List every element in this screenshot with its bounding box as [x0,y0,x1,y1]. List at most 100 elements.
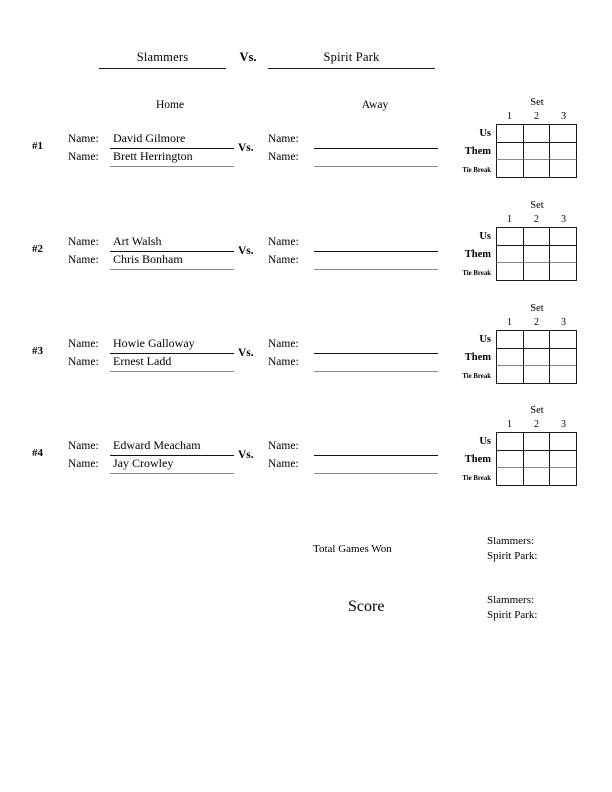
set-cell-tie-3[interactable] [549,467,578,487]
home-player-3b[interactable]: Ernest Ladd [113,354,172,368]
set-title-4: Set [530,405,544,416]
set-cell-us-2[interactable] [522,124,551,143]
set-cell-them-1[interactable] [496,449,524,469]
home-player-2a[interactable]: Art Walsh [113,234,162,248]
set-row-label-them-4: Them [464,454,491,465]
set-cell-us-2[interactable] [522,227,551,246]
home-name-label-4b: Name: [68,458,99,470]
set-cell-us-3[interactable] [549,124,578,143]
set-cell-us-1[interactable] [496,330,524,349]
set-grid-cells-3 [496,330,578,385]
set-cell-them-3[interactable] [549,244,578,264]
set-cell-tie-2[interactable] [522,262,551,282]
home-name-rule-2b [110,269,234,270]
set-column-numbers-3: 1 2 3 [496,316,578,329]
away-name-rule-1b [314,166,438,167]
set-cell-them-2[interactable] [522,449,551,469]
set-row-label-tie-4: Tie Break [462,475,491,482]
set-grid-4: Set 1 2 3 Us Them Tie Break [462,405,578,489]
set-column-numbers-1: 1 2 3 [496,110,578,123]
set-cell-them-3[interactable] [549,449,578,469]
set-cell-us-3[interactable] [549,330,578,349]
set-grid-3: Set 1 2 3 Us Them Tie Break [462,303,578,387]
home-player-4a[interactable]: Edward Meacham [113,438,201,452]
match-vs-2: Vs. [238,245,254,257]
home-player-2b[interactable]: Chris Bonham [113,252,183,266]
home-name-label-2a: Name: [68,236,99,248]
set-cell-us-1[interactable] [496,124,524,143]
away-name-rule-4b [314,473,438,474]
away-name-label-3a: Name: [268,338,299,350]
set-col-3-2: 2 [534,317,539,328]
header-vs-label: Vs. [239,50,257,64]
home-name-rule-1b [110,166,234,167]
set-cell-tie-2[interactable] [522,365,551,385]
set-col-4-3: 3 [561,419,566,430]
set-row-label-us-1: Us [479,128,491,139]
home-team-rule [99,68,226,69]
set-cell-them-2[interactable] [522,244,551,264]
home-player-3a[interactable]: Howie Galloway [113,336,195,350]
set-cell-them-1[interactable] [496,244,524,264]
away-name-rule-2b [314,269,438,270]
away-name-rule-1a [314,148,438,149]
home-player-1b[interactable]: Brett Herrington [113,149,193,163]
set-cell-us-3[interactable] [549,432,578,451]
away-name-rule-4a [314,455,438,456]
set-cell-tie-3[interactable] [549,262,578,282]
set-title-3: Set [530,303,544,314]
away-name-label-3b: Name: [268,356,299,368]
set-cell-tie-1[interactable] [496,159,524,179]
away-name-rule-3b [314,371,438,372]
set-cell-them-1[interactable] [496,141,524,161]
set-col-3-3: 3 [561,317,566,328]
match-vs-4: Vs. [238,449,254,461]
set-cell-us-2[interactable] [522,432,551,451]
set-title-2: Set [530,200,544,211]
total-games-won-label: Total Games Won [313,543,392,555]
match-block-3: #3 Name: Howie Galloway Name: Ernest Lad… [0,329,612,395]
set-cell-tie-1[interactable] [496,467,524,487]
away-name-rule-2a [314,251,438,252]
set-cell-us-1[interactable] [496,227,524,246]
match-header: Slammers Vs. Spirit Park [0,44,612,74]
set-cell-us-2[interactable] [522,330,551,349]
set-cell-them-3[interactable] [549,347,578,367]
total-home-team-label: Slammers: [487,535,535,547]
match-block-2: #2 Name: Art Walsh Name: Chris Bonham Vs… [0,227,612,293]
score-away-team-label: Spirit Park: [487,609,538,621]
away-name-rule-3a [314,353,438,354]
set-row-label-tie-3: Tie Break [462,373,491,380]
set-cell-them-2[interactable] [522,141,551,161]
set-cell-tie-2[interactable] [522,159,551,179]
home-name-label-4a: Name: [68,440,99,452]
set-cell-tie-1[interactable] [496,262,524,282]
set-row-label-tie-1: Tie Break [462,167,491,174]
away-team-name: Spirit Park [323,50,380,64]
set-cell-them-2[interactable] [522,347,551,367]
set-grid-1: Set 1 2 3 Us Them Tie Break [462,97,578,181]
home-name-rule-2a [110,251,234,252]
away-side-caption: Away [361,99,389,111]
home-player-1a[interactable]: David Gilmore [113,131,186,145]
set-row-label-us-3: Us [479,334,491,345]
score-home-team-label: Slammers: [487,594,535,606]
away-name-label-1b: Name: [268,151,299,163]
match-block-4: #4 Name: Edward Meacham Name: Jay Crowle… [0,431,612,497]
set-row-label-tie-2: Tie Break [462,270,491,277]
home-name-label-3a: Name: [68,338,99,350]
set-cell-tie-3[interactable] [549,159,578,179]
set-cell-tie-2[interactable] [522,467,551,487]
home-name-rule-3b [110,371,234,372]
set-cell-tie-1[interactable] [496,365,524,385]
set-grid-cells-2 [496,227,578,282]
home-player-4b[interactable]: Jay Crowley [113,456,174,470]
set-row-label-them-1: Them [464,146,491,157]
set-cell-us-1[interactable] [496,432,524,451]
set-col-4-1: 1 [507,419,512,430]
set-cell-us-3[interactable] [549,227,578,246]
home-name-rule-3a [110,353,234,354]
set-cell-tie-3[interactable] [549,365,578,385]
set-cell-them-3[interactable] [549,141,578,161]
set-cell-them-1[interactable] [496,347,524,367]
